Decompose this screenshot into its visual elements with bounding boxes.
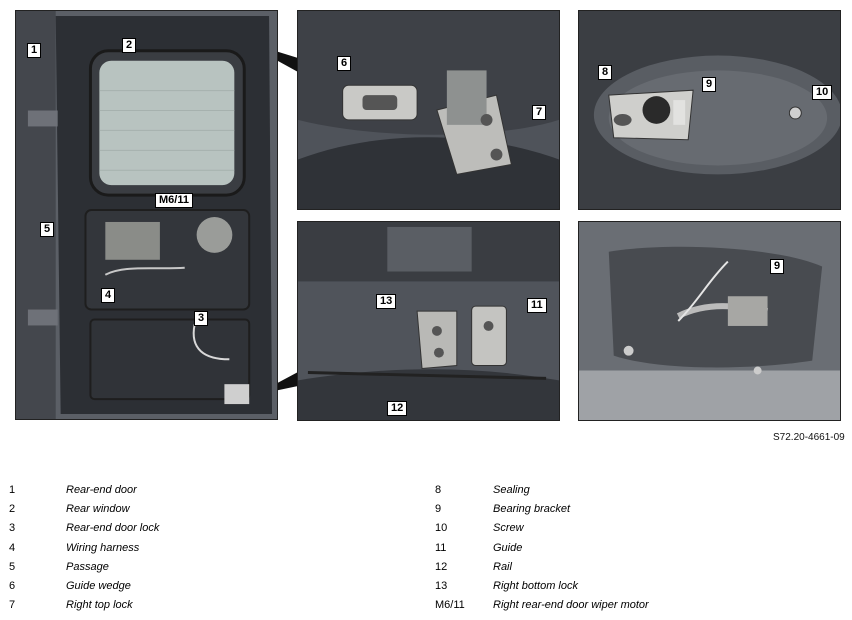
callout-11: 11 — [527, 298, 547, 313]
legend-number: 9 — [435, 503, 442, 516]
legend-row: 10 Screw — [435, 521, 835, 540]
legend-number: 2 — [9, 503, 16, 516]
photo-bearing-bracket-interior — [578, 221, 841, 421]
photo-right-top-lock — [297, 10, 560, 210]
top-lock-illustration — [298, 11, 559, 209]
legend-number: 13 — [435, 579, 448, 592]
legend-number: 8 — [435, 484, 442, 496]
legend-description: Rear-end door — [66, 484, 137, 496]
legend-row: 1 Rear-end door — [9, 483, 409, 502]
legend-description: Bearing bracket — [493, 503, 571, 516]
legend-description: Guide — [493, 541, 523, 554]
legend-left: 1 Rear-end door 2 Rear window 3 Rear-end do… — [9, 483, 409, 617]
legend-description: Rail — [493, 560, 512, 573]
callout-12: 12 — [387, 401, 408, 416]
legend-number: M6/11 — [435, 599, 465, 612]
bottom-lock-illustration — [298, 222, 559, 420]
reference-number: S72.20-4661-09 — [773, 432, 845, 443]
legend-description: Guide wedge — [66, 579, 131, 592]
legend-number: 1 — [9, 484, 16, 496]
callout-6: 6 — [337, 56, 352, 71]
legend-description: Right bottom lock — [493, 579, 578, 592]
legend-description: Right rear-end door wiper motor — [493, 599, 649, 612]
legend-description: Right top lock — [66, 599, 133, 612]
legend-row: M6/11 Right rear-end door wiper motor — [435, 598, 835, 617]
callout-5: 5 — [40, 222, 55, 237]
legend-number: 10 — [435, 522, 448, 535]
callout-10: 10 — [812, 85, 833, 100]
legend-description: Screw — [493, 522, 524, 535]
bracket-illustration — [579, 11, 840, 209]
legend-description: Rear window — [66, 503, 130, 516]
legend-row: 6 Guide wedge — [9, 579, 409, 598]
legend-row: 3 Rear-end door lock — [9, 521, 409, 540]
callout-3: 3 — [194, 311, 209, 326]
interior-illustration — [579, 222, 840, 420]
callout-7: 7 — [532, 105, 547, 120]
legend-number: 12 — [435, 560, 448, 573]
legend-number: 3 — [9, 522, 16, 535]
legend-row: 11 Guide — [435, 541, 835, 560]
callout-13: 13 — [376, 294, 397, 309]
photo-right-bottom-lock — [297, 221, 560, 421]
legend-row: 4 Wiring harness — [9, 541, 409, 560]
legend-row: 13 Right bottom lock — [435, 579, 835, 598]
legend-row: 7 Right top lock — [9, 598, 409, 617]
legend-description: Rear-end door lock — [66, 522, 160, 535]
legend-number: 7 — [9, 599, 16, 612]
photo-bearing-bracket — [578, 10, 841, 210]
callout-m6-11: M6/11 — [155, 193, 193, 208]
legend-row: 2 Rear window — [9, 502, 409, 521]
callout-8: 8 — [598, 65, 613, 80]
legend-number: 4 — [9, 541, 16, 554]
callout-9: 9 — [702, 77, 717, 92]
legend-row: 12 Rail — [435, 560, 835, 579]
legend-description: Passage — [66, 560, 109, 573]
callout-9-interior: 9 — [770, 259, 785, 274]
legend-description: Wiring harness — [66, 541, 140, 554]
photo-rear-end-door — [15, 10, 278, 420]
legend-right: 8 Sealing 9 Bearing bracket 10 Screw 11 Guid… — [435, 483, 835, 617]
legend-row: 8 Sealing — [435, 483, 835, 502]
callout-2: 2 — [122, 38, 137, 53]
door-illustration — [16, 11, 277, 419]
legend-number: 5 — [9, 560, 16, 573]
callout-1: 1 — [27, 43, 42, 58]
legend-row: 5 Passage — [9, 560, 409, 579]
legend-description: Sealing — [493, 484, 530, 496]
legend-number: 6 — [9, 579, 16, 592]
legend-row: 9 Bearing bracket — [435, 502, 835, 521]
callout-4: 4 — [101, 288, 116, 303]
legend-number: 11 — [435, 541, 447, 554]
